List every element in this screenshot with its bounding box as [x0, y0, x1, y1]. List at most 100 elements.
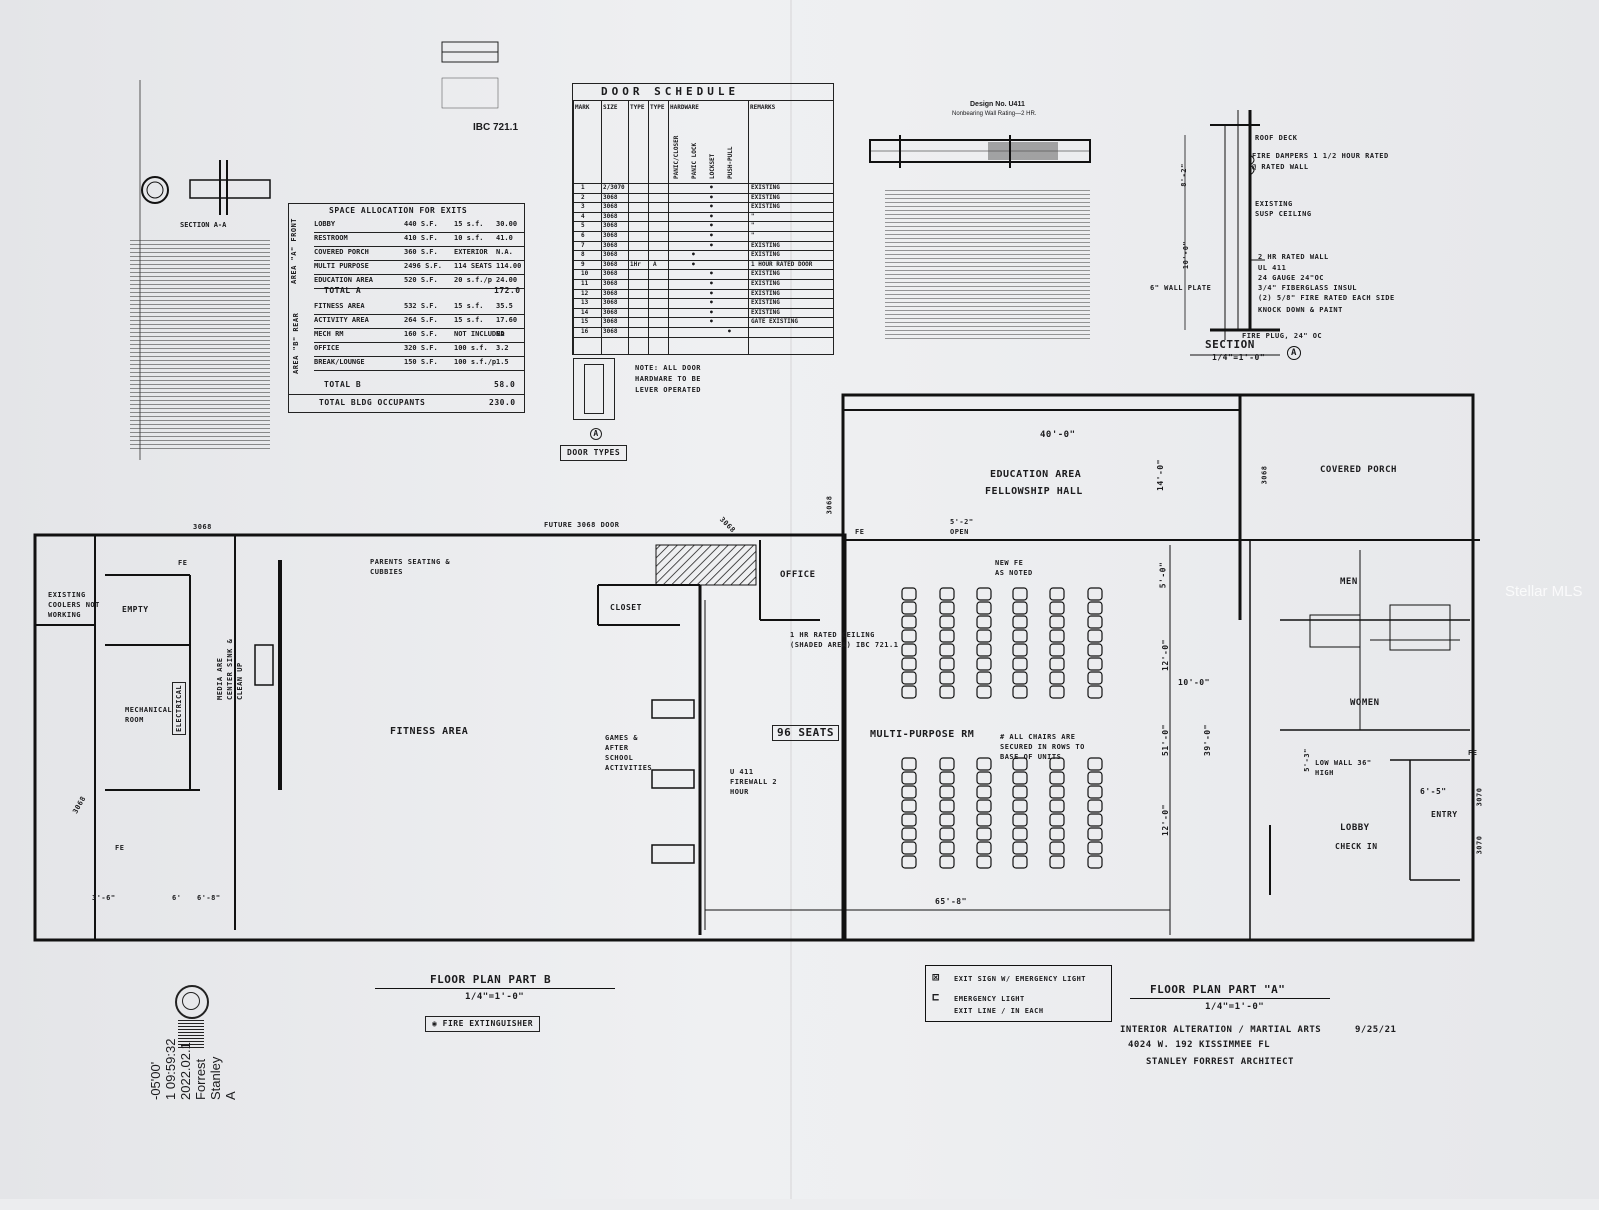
emergency-light-icon: ⊏: [932, 990, 940, 1004]
project-address: 4024 W. 192 KISSIMMEE FL: [1128, 1040, 1271, 1050]
wall-design-detail: Design No. U411 Nonbearing Wall Rating—2…: [860, 100, 1100, 345]
door-type-2: A: [653, 260, 657, 268]
chair-icon: [1049, 587, 1065, 601]
hardware-dot: •: [709, 317, 714, 327]
column-divider: [573, 101, 574, 354]
chair-icon: [939, 799, 955, 813]
room-office: OFFICE: [780, 570, 816, 580]
chair-icon: [1087, 629, 1103, 643]
wall-design-fine-print: [885, 190, 1090, 340]
space-name: RESTROOM: [314, 234, 348, 242]
chair-icon: [976, 841, 992, 855]
label-rated-ceiling: 1 HR RATED CEILING (SHADED AREA) IBC 721…: [790, 631, 899, 649]
door-mark: 8: [581, 251, 585, 259]
door-remark: EXISTING: [751, 289, 780, 297]
hardware-dot: •: [709, 211, 714, 221]
paper-fold: [790, 0, 792, 1199]
space-sf: 160 S.F.: [404, 330, 438, 338]
architect-name: STANLEY FORREST ARCHITECT: [1146, 1057, 1294, 1067]
chair-icon: [1012, 855, 1028, 869]
chair-icon: [1087, 827, 1103, 841]
door-types-label: DOOR TYPES: [560, 445, 628, 461]
fe-marker: FE: [115, 844, 125, 852]
hardware-dot: •: [709, 231, 714, 240]
space-factor: 15 s.f.: [454, 316, 484, 324]
space-sf: 440 S.F.: [404, 220, 438, 228]
door-remark: ": [751, 212, 755, 220]
chair-icon: [939, 629, 955, 643]
door-size: 3068: [603, 193, 618, 201]
chair-icon: [1049, 657, 1065, 671]
door-remark: EXISTING: [751, 299, 780, 307]
section-a-label: SECTION: [1205, 338, 1255, 351]
space-sf: 410 S.F.: [404, 234, 438, 242]
chair-icon: [1012, 657, 1028, 671]
door-remark: EXISTING: [751, 193, 780, 201]
hardware-dot: •: [709, 202, 714, 212]
fe-marker: FE: [855, 528, 865, 536]
space-occupants: 35.5: [496, 302, 513, 310]
room-multipurpose: MULTI-PURPOSE RM: [870, 729, 975, 740]
chair-icon: [1087, 757, 1103, 771]
chair-icon: [1049, 629, 1065, 643]
chair-icon: [1049, 799, 1065, 813]
room-lobby: LOBBY: [1340, 823, 1370, 833]
door-mark: 13: [581, 299, 589, 307]
door-size: 3068: [603, 289, 618, 297]
chair-icon: [939, 615, 955, 629]
chair-icon: [901, 657, 917, 671]
part-a-title: FLOOR PLAN PART "A": [1150, 983, 1286, 996]
chair-icon: [939, 757, 955, 771]
door-schedule-note: NOTE: ALL DOOR HARDWARE TO BE LEVER OPER…: [635, 364, 702, 394]
door-remark: EXISTING: [751, 280, 780, 287]
chair-icon: [1087, 601, 1103, 615]
chair-icon: [901, 827, 917, 841]
room-empty: EMPTY: [122, 605, 149, 614]
chair-icon: [1049, 685, 1065, 699]
label-chair-note: # ALL CHAIRS ARE SECURED IN ROWS TO BASE…: [1000, 733, 1085, 761]
label-existing-coolers: EXISTING COOLERS NOT WORKING: [48, 591, 100, 619]
dim-12-0-b: 12'-0": [1160, 804, 1170, 836]
door-remark: GATE EXISTING: [751, 318, 798, 326]
chair-icon: [939, 855, 955, 869]
chair-icon: [976, 601, 992, 615]
door-schedule-title: DOOR SCHEDULE: [601, 85, 740, 98]
hardware-dot: •: [709, 240, 714, 250]
door-size: 3068: [603, 299, 618, 307]
total-b-label: TOTAL B: [324, 380, 362, 389]
hardware-dot: •: [727, 327, 732, 336]
chair-icon: [901, 841, 917, 855]
door-mark: 10: [581, 270, 589, 278]
ibc-label: IBC 721.1: [473, 122, 519, 133]
total-b-value: 58.0: [494, 380, 516, 389]
wall-design-subtitle: Nonbearing Wall Rating—2 HR.: [952, 111, 1037, 117]
chair-icon: [976, 657, 992, 671]
door-size: 3068: [603, 260, 618, 268]
chair-icon: [901, 813, 917, 827]
note-2hr-wall: 2 HR RATED WALL: [1258, 253, 1329, 261]
space-occupants: N.A.: [496, 248, 513, 256]
chair-icon: [939, 813, 955, 827]
door-schedule-header-cell: HARDWARE: [670, 104, 699, 111]
label-games: GAMES & AFTER SCHOOL ACTIVITIES: [605, 734, 653, 772]
door-tag: 3070: [1475, 787, 1484, 807]
door-remark: EXISTING: [751, 251, 780, 259]
chair-icon: [1012, 671, 1028, 685]
door-mark: 7: [581, 241, 585, 249]
chair-icon: [939, 841, 955, 855]
door-remark: ": [751, 222, 755, 230]
dim-6: 6': [172, 894, 182, 902]
column-divider: [601, 101, 602, 354]
chair-icon: [1012, 813, 1028, 827]
hardware-dot: •: [709, 192, 714, 202]
part-b-title: FLOOR PLAN PART B: [430, 973, 552, 986]
note-insul: 3/4" FIBERGLASS INSUL: [1258, 284, 1358, 292]
